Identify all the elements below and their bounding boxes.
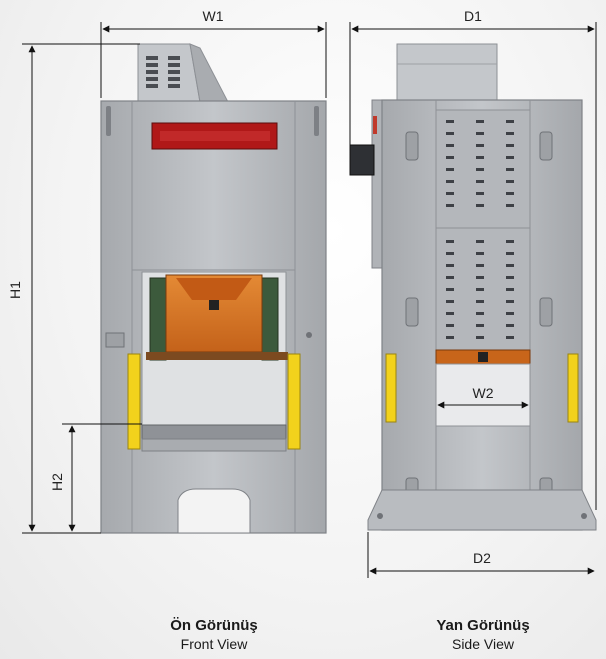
front-view-caption: Ön Görünüş Front View: [134, 617, 294, 653]
front-view: [100, 43, 327, 534]
side-vent-panel: [435, 109, 531, 351]
side-die-opening: [435, 363, 531, 427]
dimension-lines: [22, 22, 597, 578]
side-light-curtain-right: [567, 353, 579, 423]
front-slide: [146, 274, 288, 360]
side-view-title-en: Side View: [451, 636, 514, 652]
dim-label-h2: H2: [49, 473, 65, 491]
front-motor-box: [137, 43, 229, 103]
dim-label-w1: W1: [203, 8, 224, 24]
side-view-caption: Yan Görünüş Side View: [403, 617, 563, 653]
side-base-plate: [367, 489, 597, 531]
front-light-curtain-right: [287, 353, 301, 450]
dim-label-d1: D1: [464, 8, 482, 24]
front-bolster: [141, 424, 287, 440]
side-view-title-tr: Yan Görünüş: [436, 617, 530, 634]
dim-label-d2: D2: [473, 550, 491, 566]
front-base-cutout: [177, 488, 251, 534]
dim-label-h1: H1: [7, 281, 23, 299]
dim-label-w2: W2: [473, 385, 494, 401]
side-motor-box: [396, 43, 498, 103]
front-view-title-en: Front View: [180, 636, 248, 652]
side-light-curtain-left: [385, 353, 397, 423]
side-view: [349, 43, 597, 531]
front-light-curtain-left: [127, 353, 141, 450]
front-view-title-tr: Ön Görünüş: [170, 617, 258, 634]
